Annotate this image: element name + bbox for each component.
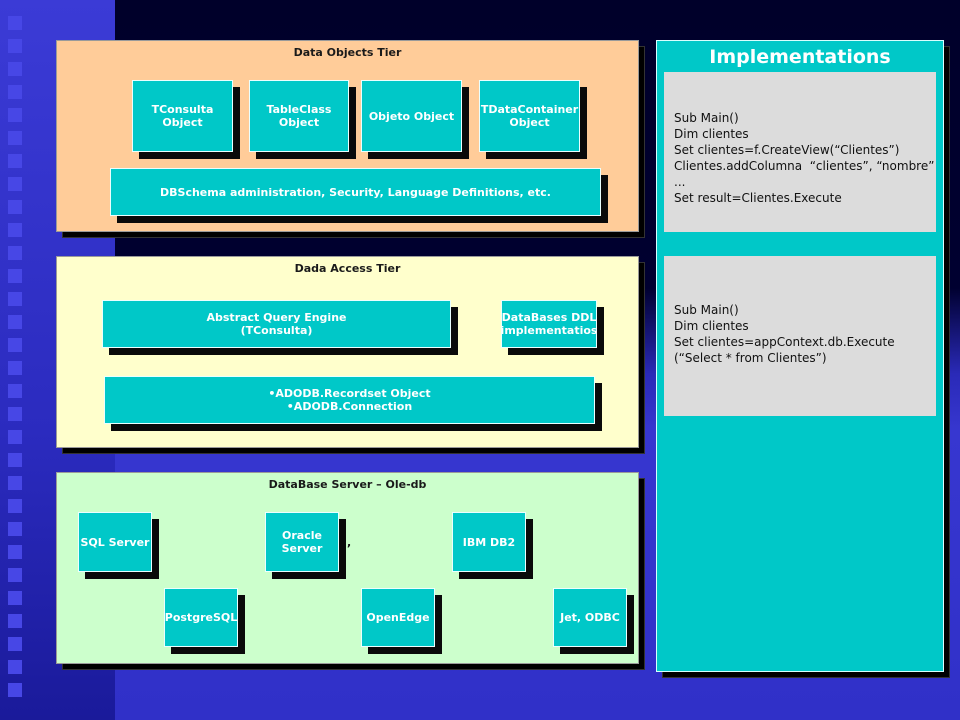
oracle-server-label: Oracle Server: [281, 529, 323, 555]
decorative-square: [8, 85, 22, 99]
code-spacer: [674, 80, 926, 110]
code-spacer: [674, 264, 926, 302]
database-server-tier-panel: DataBase Server – Ole-db SQL Server Orac…: [56, 472, 645, 670]
openedge-box: OpenEdge: [361, 588, 442, 654]
sql-server-box: SQL Server: [78, 512, 159, 579]
decorative-square: [8, 200, 22, 214]
implementations-title: Implementations: [709, 46, 891, 68]
code-line: Dim clientes: [674, 127, 749, 141]
decorative-square: [8, 499, 22, 513]
openedge-label: OpenEdge: [366, 611, 430, 624]
abstract-query-engine-label: Abstract Query Engine (TConsulta): [206, 311, 347, 337]
box-face: TConsulta Object: [132, 80, 233, 152]
tdatacontainer-object-box: TDataContainer Object: [479, 80, 587, 159]
decorative-square: [8, 16, 22, 30]
box-face: Oracle Server: [265, 512, 339, 572]
decorative-square: [8, 660, 22, 674]
stray-comma-mark: ,: [347, 536, 352, 549]
code-line: Set clientes=f.CreateView(“Clientes”): [674, 143, 900, 157]
decorative-square: [8, 62, 22, 76]
decorative-square: [8, 522, 22, 536]
jet-odbc-label: Jet, ODBC: [560, 611, 620, 624]
decorative-square: [8, 338, 22, 352]
objeto-object-box: Objeto Object: [361, 80, 469, 159]
tconsulta-object-label: TConsulta Object: [151, 103, 214, 129]
decorative-square: [8, 361, 22, 375]
data-access-tier-title: Dada Access Tier: [294, 262, 401, 275]
decorative-square: [8, 614, 22, 628]
code-line: Set clientes=appContext.db.Execute: [674, 335, 895, 349]
decorative-square: [8, 246, 22, 260]
decorative-square: [8, 315, 22, 329]
decorative-square: [8, 384, 22, 398]
decorative-square: [8, 154, 22, 168]
tableclass-object-box: TableClass Object: [249, 80, 356, 159]
code-example-2: Sub Main() Dim clientes Set clientes=app…: [664, 256, 936, 416]
code-line: Dim clientes: [674, 319, 749, 333]
tconsulta-object-box: TConsulta Object: [132, 80, 240, 159]
box-face: Jet, ODBC: [553, 588, 627, 647]
jet-odbc-box: Jet, ODBC: [553, 588, 634, 654]
oracle-server-box: Oracle Server: [265, 512, 346, 579]
code-line: Sub Main(): [674, 303, 739, 317]
code-line: Set result=Clientes.Execute: [674, 191, 842, 205]
databases-ddl-label: DataBases DDL implementatios: [500, 311, 598, 337]
dbschema-box: DBSchema administration, Security, Langu…: [110, 168, 608, 223]
tdatacontainer-object-label: TDataContainer Object: [480, 103, 579, 129]
postgresql-label: PostgreSQL: [164, 611, 238, 624]
adodb-label: •ADODB.Recordset Object •ADODB.Connectio…: [268, 387, 431, 413]
abstract-query-engine-box: Abstract Query Engine (TConsulta): [102, 300, 458, 355]
adodb-box: •ADODB.Recordset Object •ADODB.Connectio…: [104, 376, 602, 431]
box-face: OpenEdge: [361, 588, 435, 647]
decorative-square: [8, 407, 22, 421]
decorative-square: [8, 568, 22, 582]
ibm-db2-box: IBM DB2: [452, 512, 533, 579]
decorative-square: [8, 453, 22, 467]
decorative-square: [8, 223, 22, 237]
decorative-square: [8, 177, 22, 191]
box-face: PostgreSQL: [164, 588, 238, 647]
box-face: DataBases DDL implementatios: [501, 300, 597, 348]
decorative-square: [8, 591, 22, 605]
code-line: (“Select * from Clientes”): [674, 351, 827, 365]
decorative-square: [8, 131, 22, 145]
box-face: SQL Server: [78, 512, 152, 572]
decorative-square: [8, 39, 22, 53]
decorative-square: [8, 637, 22, 651]
tableclass-object-label: TableClass Object: [266, 103, 332, 129]
dbschema-label: DBSchema administration, Security, Langu…: [160, 185, 551, 199]
data-objects-tier-title: Data Objects Tier: [293, 46, 402, 59]
decorative-square: [8, 269, 22, 283]
code-example-1: Sub Main() Dim clientes Set clientes=f.C…: [664, 72, 936, 232]
postgresql-box: PostgreSQL: [164, 588, 245, 654]
decorative-square: [8, 108, 22, 122]
implementations-panel: Implementations Sub Main() Dim clientes …: [656, 40, 950, 678]
database-server-tier-title: DataBase Server – Ole-db: [268, 478, 427, 491]
box-face: Abstract Query Engine (TConsulta): [102, 300, 451, 348]
decorative-square: [8, 683, 22, 697]
box-face: TableClass Object: [249, 80, 349, 152]
box-face: IBM DB2: [452, 512, 526, 572]
decorative-square: [8, 476, 22, 490]
code-line: ...: [674, 175, 686, 189]
data-objects-tier-panel: Data Objects Tier TConsulta Object Table…: [56, 40, 645, 238]
decorative-square: [8, 430, 22, 444]
ibm-db2-label: IBM DB2: [462, 535, 516, 549]
code-line: Clientes.addColumna “clientes”, “nombre”: [674, 159, 935, 173]
box-face: Objeto Object: [361, 80, 462, 152]
code-line: Sub Main(): [674, 111, 739, 125]
objeto-object-label: Objeto Object: [368, 109, 455, 123]
sql-server-label: SQL Server: [80, 535, 150, 549]
databases-ddl-box: DataBases DDL implementatios: [501, 300, 604, 355]
decorative-square: [8, 292, 22, 306]
box-face: TDataContainer Object: [479, 80, 580, 152]
decorative-square: [8, 545, 22, 559]
box-face: DBSchema administration, Security, Langu…: [110, 168, 601, 216]
box-face: •ADODB.Recordset Object •ADODB.Connectio…: [104, 376, 595, 424]
data-access-tier-panel: Dada Access Tier Abstract Query Engine (…: [56, 256, 645, 454]
